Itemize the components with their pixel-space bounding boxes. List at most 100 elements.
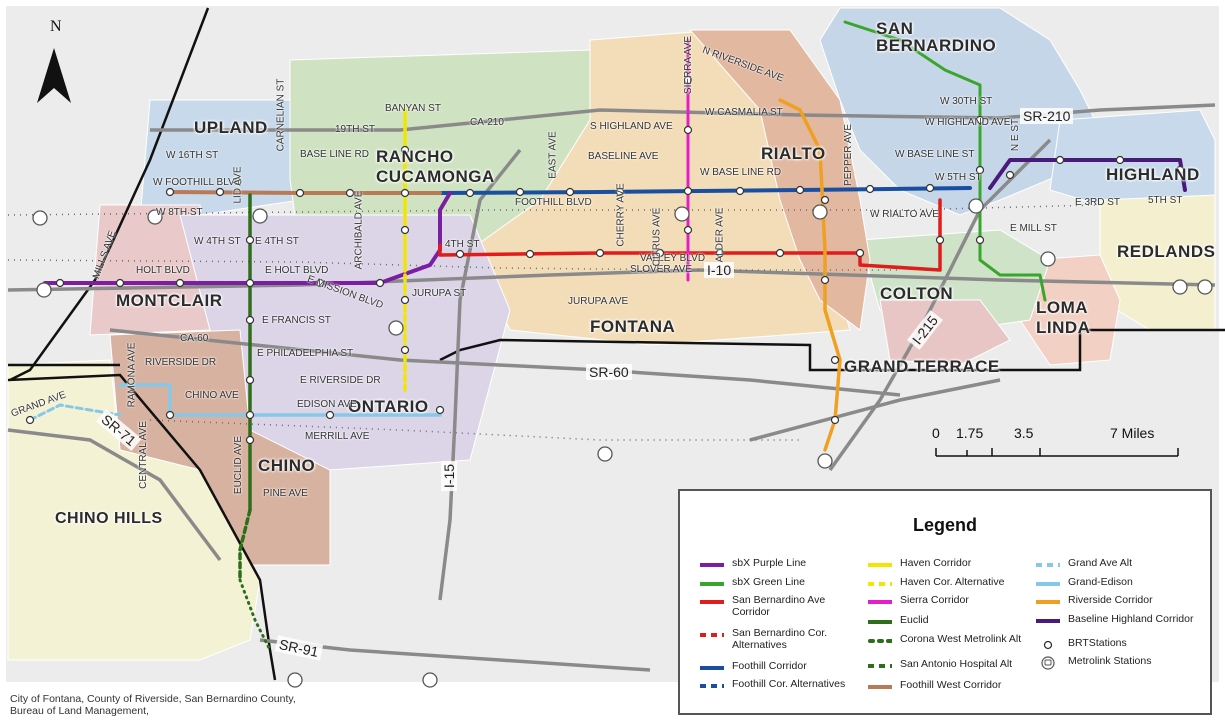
- north-label: N: [50, 18, 62, 35]
- legend-swatch-haven-alt: [868, 577, 892, 589]
- street-label: W BASE LINE RD: [700, 167, 782, 178]
- street-label: CA-210: [470, 117, 504, 128]
- legend-label: San Bernardino Cor. Alternatives: [732, 627, 828, 651]
- legend-label: Euclid: [900, 614, 929, 626]
- legend-label: Foothill Corridor: [732, 660, 807, 672]
- highway-label-sr60: SR-60: [586, 364, 632, 380]
- street-label: 5TH ST: [1148, 195, 1183, 206]
- legend-swatch-foothill-west: [868, 680, 892, 692]
- city-label-upland: UPLAND: [194, 118, 268, 137]
- legend-swatch-grand-edison: [1036, 577, 1060, 589]
- street-label: RAMONA AVE: [126, 342, 138, 408]
- city-label-montclair: MONTCLAIR: [116, 291, 223, 310]
- scale-bar-icon: [935, 448, 1179, 457]
- sbx-purple-line: [43, 191, 452, 285]
- street-label: PEPPER AVE: [843, 123, 855, 187]
- street-label: HOLT BLVD: [136, 265, 190, 276]
- legend-label: Baseline Highland Corridor: [1068, 613, 1194, 625]
- city-label-ontario: ONTARIO: [348, 397, 429, 416]
- street-label: BANYAN ST: [385, 103, 441, 114]
- sr71-road: [7, 428, 222, 562]
- legend-swatch-riverside: [1036, 595, 1060, 607]
- street-label: E HOLT BLVD: [265, 265, 329, 276]
- scale-tick-1: 1.75: [956, 425, 984, 441]
- street-label: ALDER AVE: [714, 207, 726, 263]
- legend-item-grand-alt: Grand Ave Alt: [1036, 557, 1196, 570]
- legend-swatch-foothill: [700, 661, 724, 673]
- legend-label: Foothill Cor. Alternatives: [732, 678, 846, 690]
- map-credit: City of Fontana, County of Riverside, Sa…: [10, 693, 296, 717]
- street-label: EDISON AVE: [297, 399, 357, 410]
- city-label-chino: CHINO: [258, 456, 316, 475]
- city-label-fontana: FONTANA: [590, 317, 676, 336]
- legend-label: Foothill West Corridor: [900, 679, 1002, 691]
- city-label-san-bernardino: SAN BERNARDINO: [876, 19, 997, 55]
- city-label-rancho-cucamonga: RANCHO CUCAMONGA: [376, 147, 495, 186]
- brt-stations[interactable]: [25, 75, 1185, 445]
- legend-swatch-euclid: [868, 615, 892, 627]
- sr91-east: [749, 378, 1001, 442]
- scale-tick-3: 7 Miles: [1110, 425, 1155, 441]
- legend-item-euclid: Euclid: [868, 614, 1028, 627]
- legend-item-sbx-purple: sbX Purple Line: [700, 557, 860, 570]
- metrolink-stations[interactable]: [32, 198, 1213, 688]
- street-label: W 4TH ST: [194, 236, 241, 247]
- street-label: PINE AVE: [263, 488, 308, 499]
- highway-label-i15: I-15: [441, 460, 458, 492]
- legend-swatch-brt: [1036, 638, 1060, 650]
- i215-road: [828, 138, 1052, 472]
- highway-label-i10: I-10: [704, 262, 735, 278]
- legend-item-sierra: Sierra Corridor: [868, 594, 1028, 607]
- street-label: CENTRAL AVE: [137, 421, 149, 489]
- street-label: N E ST: [1010, 118, 1022, 152]
- street-label: E MILL ST: [1010, 223, 1057, 234]
- city-label-loma-linda: LOMA LINDA: [1036, 298, 1091, 337]
- legend-swatch-sb-ave: [700, 595, 724, 607]
- legend-label: Haven Corridor: [900, 557, 972, 569]
- street-label: 19TH ST: [335, 124, 376, 135]
- legend-swatch-sbx-purple: [700, 558, 724, 570]
- street-label: W FOOTHILL BLVD: [153, 177, 242, 188]
- legend-item-baseline-highland: Baseline Highland Corridor: [1036, 613, 1196, 626]
- legend-title: Legend: [912, 515, 977, 535]
- street-label: CA-60: [180, 333, 209, 344]
- corona-west-alt: [238, 578, 272, 652]
- riverside-county-boundary: [439, 328, 1225, 372]
- legend-label: Grand-Edison: [1068, 576, 1133, 588]
- street-label: CITRUS AVE: [651, 207, 663, 267]
- legend-label: sbX Green Line: [732, 576, 805, 588]
- street-label: W CASMALIA ST: [705, 107, 783, 118]
- highway-label-sr210: SR-210: [1020, 108, 1074, 124]
- city-label-redlands: REDLANDS: [1117, 242, 1216, 261]
- legend-label: BRTStations: [1068, 637, 1127, 649]
- street-label: MERRILL AVE: [305, 431, 370, 442]
- legend-swatch-metrolink: [1036, 656, 1060, 670]
- street-label: BASELINE AVE: [588, 151, 659, 162]
- legend-item-metrolink: Metrolink Stations: [1036, 655, 1196, 670]
- street-label: CHERRY AVE: [615, 183, 627, 247]
- legend-item-sbx-green: sbX Green Line: [700, 576, 860, 589]
- street-label: W 16TH ST: [166, 150, 219, 161]
- legend-item-grand-edison: Grand-Edison: [1036, 576, 1196, 589]
- legend-item-foothill-west: Foothill West Corridor: [868, 679, 1028, 692]
- legend-label: Riverside Corridor: [1068, 594, 1153, 606]
- legend-swatch-sierra: [868, 595, 892, 607]
- street-label: S HIGHLAND AVE: [590, 121, 673, 132]
- legend-item-haven-alt: Haven Cor. Alternative: [868, 576, 1028, 589]
- street-label: CARNELIAN ST: [275, 78, 287, 152]
- legend-item-sb-ave: San Bernardino Ave Corridor: [700, 594, 860, 618]
- city-label-grand-terrace: GRAND TERRACE: [844, 357, 1000, 376]
- legend-item-sb-alt: San Bernardino Cor. Alternatives: [700, 627, 860, 651]
- street-label: LID AVE: [232, 166, 244, 204]
- san-antonio-alt: [238, 508, 252, 582]
- county-boundary: [7, 7, 277, 681]
- legend-label: San Antonio Hospital Alt: [900, 658, 1013, 670]
- legend-swatch-foothill-alt: [700, 679, 724, 691]
- street-label: W 30TH ST: [940, 96, 993, 107]
- street-label: BASE LINE RD: [300, 149, 369, 160]
- railroads: [7, 204, 1101, 441]
- legend-swatch-corona-west: [868, 634, 894, 646]
- legend-swatch-baseline-highland: [1036, 614, 1060, 626]
- legend-swatch-haven: [868, 558, 892, 570]
